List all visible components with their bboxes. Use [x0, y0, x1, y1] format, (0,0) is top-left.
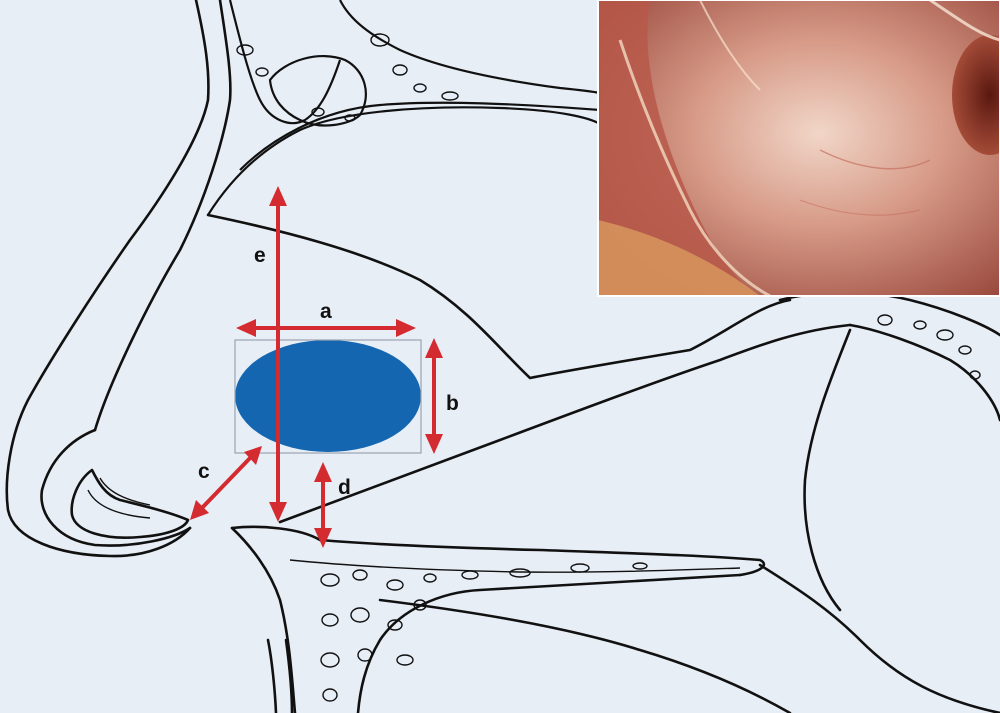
septal-defect [235, 340, 421, 452]
label-d: d [338, 476, 351, 499]
endoscopic-photo-inset [598, 0, 1000, 296]
label-b: b [446, 392, 459, 415]
label-a: a [320, 300, 332, 323]
label-e: e [254, 244, 266, 267]
label-c: c [198, 460, 210, 483]
